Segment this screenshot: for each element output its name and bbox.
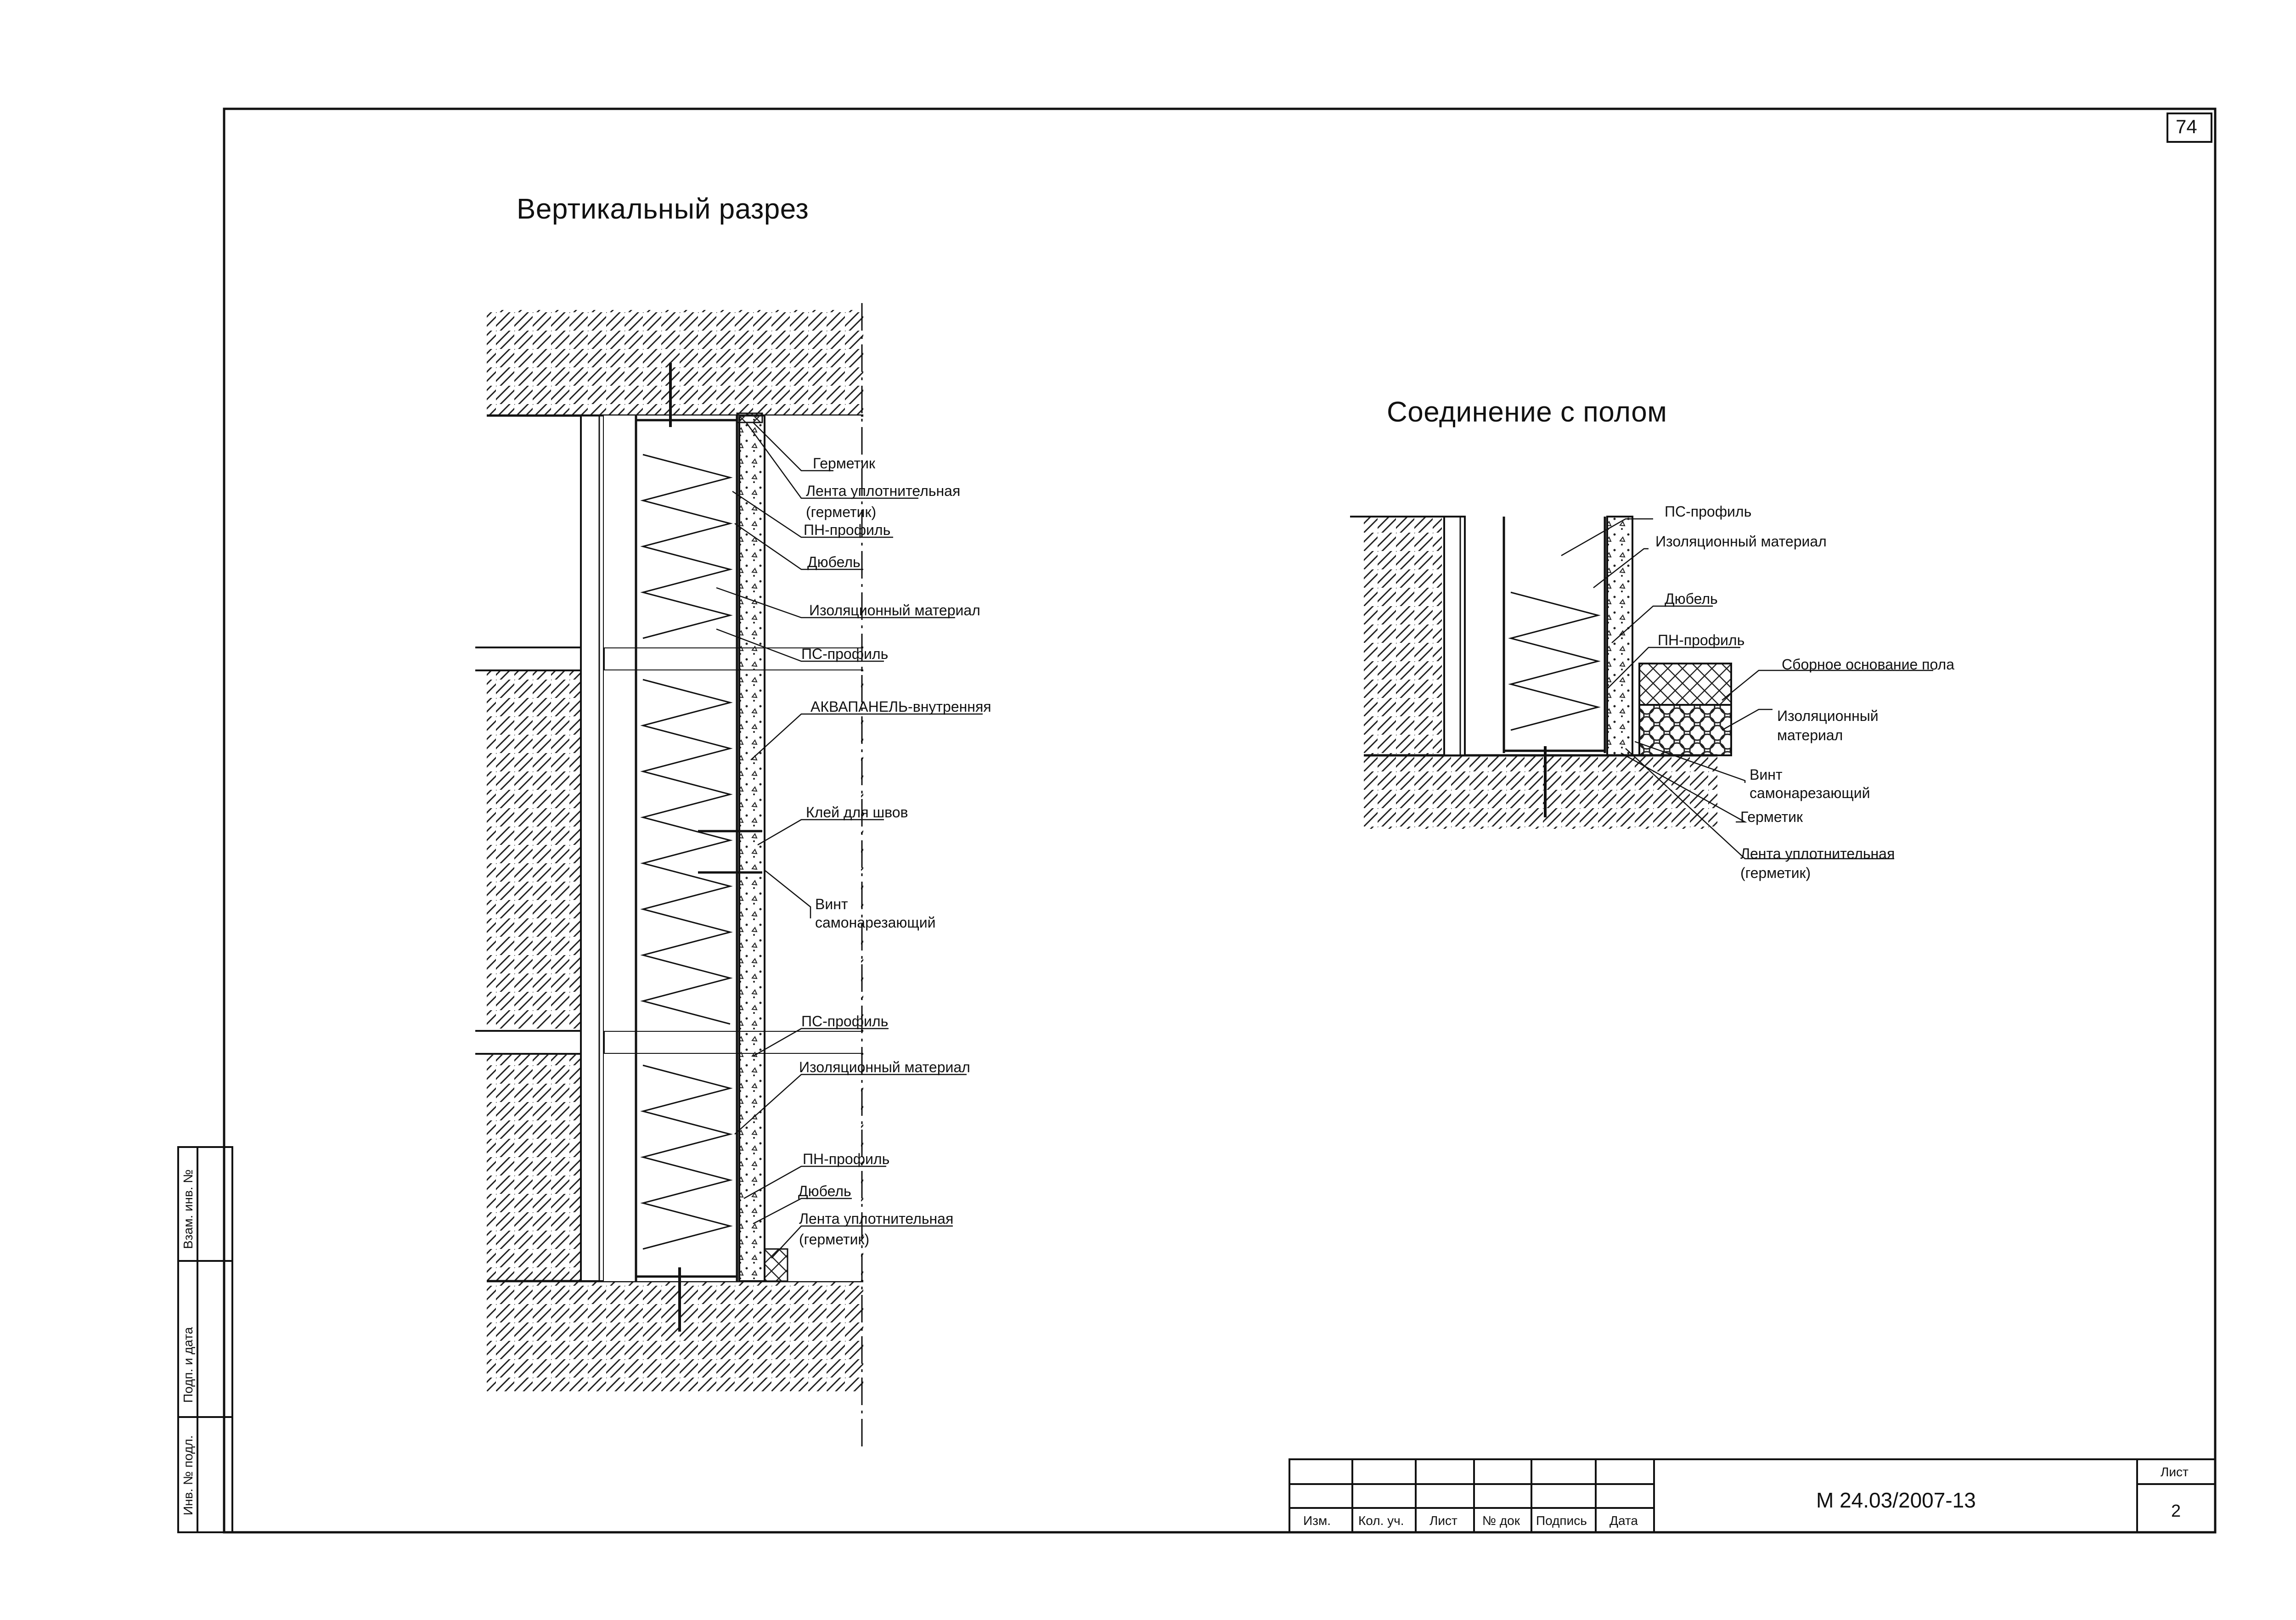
title-block-col-count: Кол. уч.	[1358, 1513, 1404, 1528]
callout-insulation-top: Изоляционный материал	[809, 602, 980, 619]
callout-pn-profile-bottom: ПН-профиль	[803, 1151, 890, 1167]
callout-floor-sealing-tape: Лента уплотнительная	[1740, 845, 1895, 862]
callout-screw: Винт	[815, 896, 848, 912]
vertical-section-title: Вертикальный разрез	[517, 193, 809, 225]
callout-sealant-top: Герметик	[813, 455, 876, 472]
callout-floor-insulation: Изоляционный материал	[1655, 533, 1827, 550]
title-block-col-change: Изм.	[1303, 1513, 1331, 1528]
callout-dowel-bottom: Дюбель	[798, 1183, 851, 1199]
page-number: 74	[2176, 116, 2197, 137]
callout-floor-dowel: Дюбель	[1665, 591, 1718, 607]
floor-connection-title: Соединение с полом	[1387, 396, 1667, 428]
callout-floor-screw-note: самонарезающий	[1750, 785, 1870, 801]
callout-dowel-top: Дюбель	[807, 554, 861, 570]
side-stamp-frame	[177, 1146, 233, 1533]
callout-aquapanel: АКВАПАНЕЛЬ-внутренняя	[810, 698, 991, 715]
vertical-section-drawing	[475, 303, 983, 1446]
callout-sealing-tape-bottom-note: (герметик)	[799, 1231, 870, 1248]
callout-ps-profile-bottom: ПС-профиль	[801, 1013, 889, 1029]
callout-floor-base: Сборное основание пола	[1782, 656, 1955, 673]
title-block-sheet-number: 2	[2171, 1502, 2181, 1521]
callout-floor-ps-profile: ПС-профиль	[1665, 503, 1752, 520]
callout-floor-pn-profile: ПН-профиль	[1658, 632, 1745, 648]
title-block-col-docnum: № док	[1482, 1513, 1520, 1528]
document-code: М 24.03/2007-13	[1816, 1488, 1976, 1512]
callout-insulation-bottom: Изоляционный материал	[799, 1059, 970, 1075]
callout-ps-profile-top: ПС-профиль	[801, 646, 889, 662]
callout-screw-note: самонарезающий	[815, 914, 936, 931]
sheet-frame	[223, 107, 2217, 1534]
callout-floor-sealing-tape-note: (герметик)	[1740, 865, 1811, 881]
side-stamp-signature-date: Подп. и дата	[181, 1327, 195, 1403]
callout-joint-adhesive: Клей для швов	[806, 804, 908, 821]
callout-floor-insulation-2: Изоляционный	[1777, 708, 1879, 724]
title-block-col-sheet: Лист	[1429, 1513, 1458, 1528]
title-block-col-date: Дата	[1609, 1513, 1638, 1528]
side-stamp-replacement-inv: Взам. инв. №	[181, 1169, 195, 1249]
title-block-col-signature: Подпись	[1536, 1513, 1587, 1528]
title-block-sheet-label: Лист	[2161, 1465, 2189, 1479]
side-stamp-original-inv: Инв. № подл.	[181, 1435, 195, 1515]
callout-floor-screw: Винт	[1750, 766, 1783, 783]
callout-floor-sealant: Герметик	[1740, 809, 1803, 825]
title-block-frame	[1289, 1458, 2216, 1533]
callout-floor-insulation-2-note: материал	[1777, 727, 1843, 743]
callout-sealing-tape-top: Лента уплотнительная	[806, 483, 961, 499]
floor-connection-drawing	[1350, 516, 1933, 860]
callout-sealing-tape-bottom: Лента уплотнительная	[799, 1210, 954, 1227]
callout-pn-profile-top: ПН-профиль	[804, 522, 891, 538]
callout-sealing-tape-top-note: (герметик)	[806, 504, 877, 520]
